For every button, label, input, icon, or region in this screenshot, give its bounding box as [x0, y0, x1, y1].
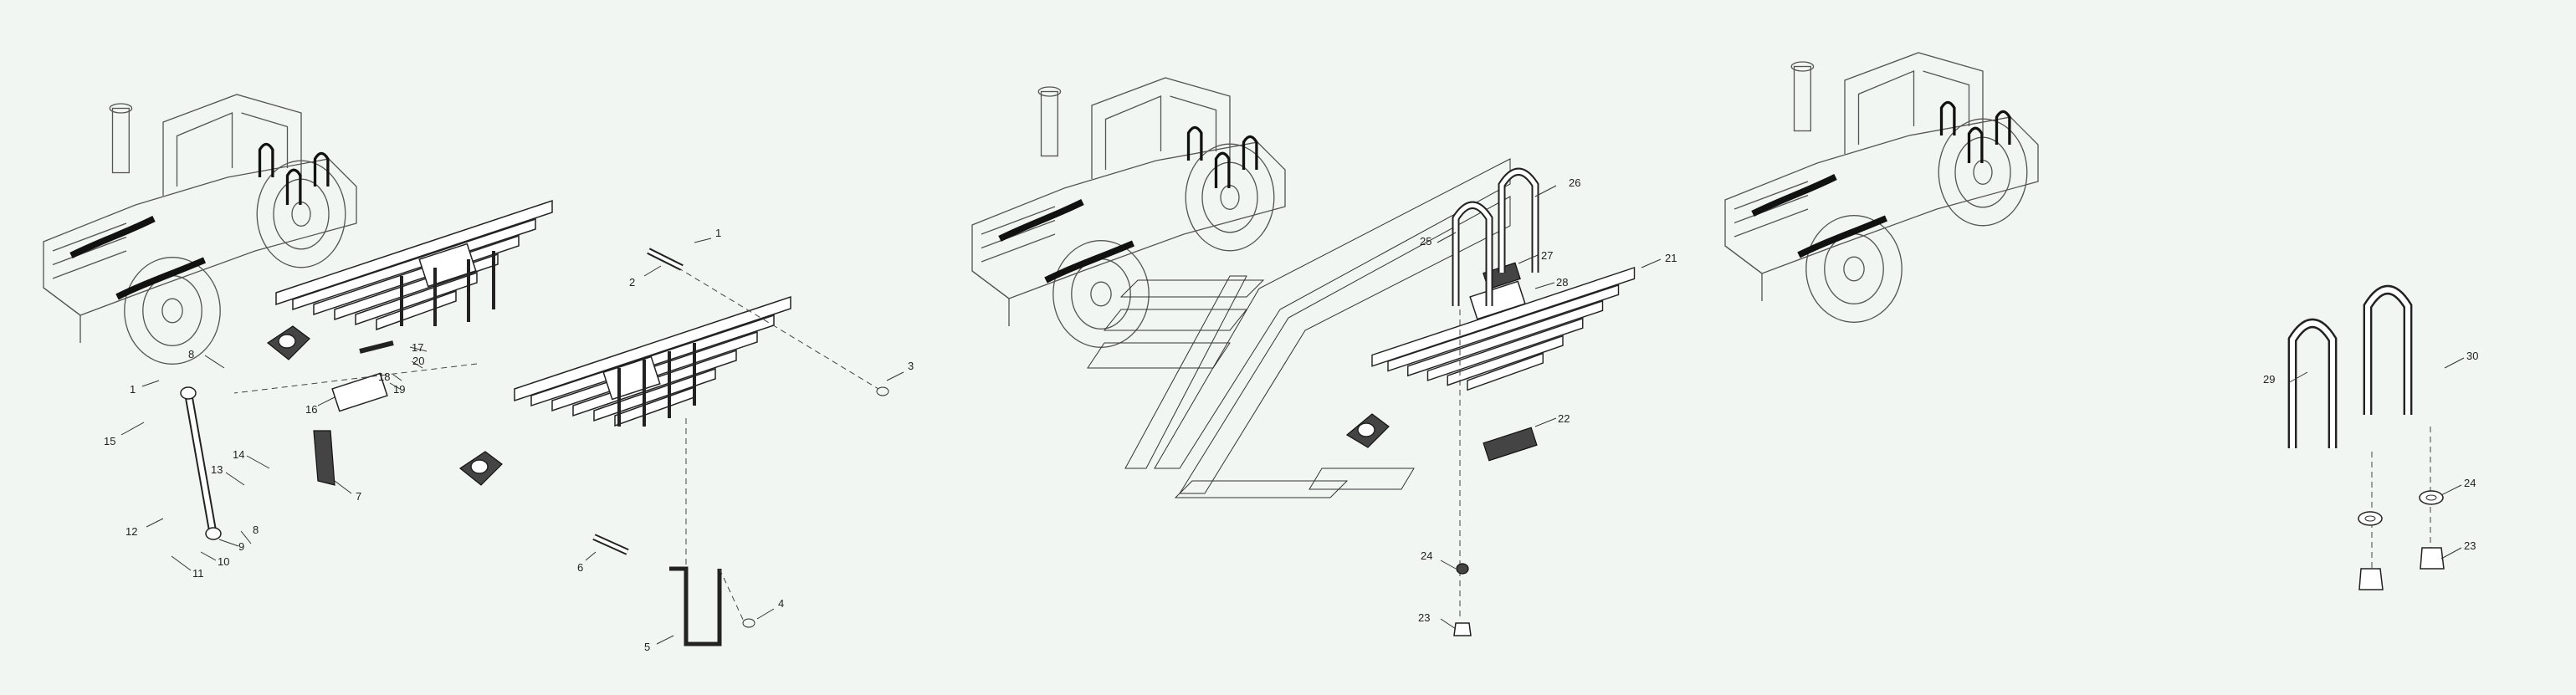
center-leaf-spring-assembly: [1345, 262, 1636, 462]
callout-28: 28: [1556, 276, 1568, 289]
right-u-bolts: [2292, 290, 2408, 449]
callout-20: 20: [412, 355, 424, 367]
tractor-thumbnail-right: [1725, 53, 2038, 322]
callout-2: 2: [629, 276, 635, 289]
callout-30: 29: [2263, 373, 2275, 386]
callout-24-center: 24: [1421, 549, 1432, 562]
front-leaf-spring-assembly: [266, 200, 553, 360]
callout-8b: 8: [253, 524, 259, 536]
tractor-thumbnail-left: [44, 95, 356, 364]
callout-group-right: 30 29 24 23: [2263, 350, 2478, 560]
callout-22: 22: [1558, 412, 1570, 425]
right-fasteners: [2358, 490, 2445, 590]
callout-1b: 1: [130, 383, 136, 396]
callout-11: 11: [192, 567, 204, 580]
callout-group-left: 1 2 3 4 5 6 7 8 8 9 10 11 12 13 14 15 16…: [104, 227, 914, 653]
callout-21: 21: [1665, 252, 1677, 264]
callout-29: 30: [2466, 350, 2478, 362]
callout-16: 16: [305, 403, 317, 416]
shock-absorber: [180, 386, 222, 540]
callout-23-right: 23: [2464, 539, 2476, 552]
callout-5: 5: [644, 641, 650, 653]
callout-14: 14: [233, 448, 244, 461]
callout-24-right: 24: [2464, 477, 2476, 489]
pins-and-bolts-left: [313, 248, 889, 646]
chevron-outline-graphic: [1087, 158, 1511, 498]
callout-19: 19: [393, 383, 405, 396]
callout-27: 27: [1541, 249, 1553, 262]
callout-1a: 1: [715, 227, 721, 239]
callout-18: 18: [378, 370, 390, 383]
center-fasteners: [1453, 563, 1472, 636]
callout-group-center: 21 22 23 24 25 26 27 28: [1418, 176, 1677, 630]
callout-4: 4: [778, 597, 784, 610]
rear-leaf-spring-assembly: [458, 296, 791, 486]
tractor-thumbnail-center: [972, 78, 1285, 347]
callout-7: 7: [356, 490, 361, 503]
callout-26: 26: [1569, 176, 1580, 189]
callout-8a: 8: [188, 348, 194, 360]
dashed-leaders-left: [233, 267, 879, 624]
callout-9: 9: [238, 540, 244, 553]
callout-6: 6: [577, 561, 583, 574]
callout-23-center: 23: [1418, 611, 1430, 624]
callout-17: 17: [412, 341, 423, 354]
callout-13: 13: [211, 463, 223, 476]
callout-25: 25: [1420, 235, 1431, 248]
callout-15: 15: [104, 435, 115, 447]
callout-10: 10: [218, 555, 229, 568]
callout-12: 12: [125, 525, 137, 538]
callout-3: 3: [908, 360, 914, 372]
